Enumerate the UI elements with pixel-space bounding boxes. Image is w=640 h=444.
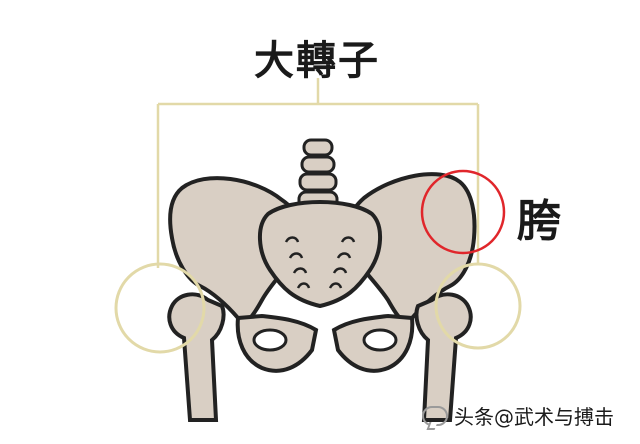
watermark-text: 头条@武术与搏击 [454, 405, 614, 429]
left-obturator-foramen [252, 328, 288, 352]
hip-label: 胯 [517, 196, 561, 247]
chat-bubble-icon [422, 405, 448, 426]
trochanter-bracket [156, 78, 480, 268]
right-femur [414, 292, 473, 422]
left-trochanter-circle [114, 262, 206, 354]
hip-highlight-circle [420, 169, 506, 255]
sacrum [257, 200, 383, 309]
sacral-foramina [284, 236, 356, 289]
watermark: 头条@武术与搏击 [422, 401, 614, 430]
right-obturator-foramen [362, 328, 398, 352]
spine [297, 138, 339, 210]
left-femur [167, 292, 226, 422]
greater-trochanter-label: 大轉子 [254, 38, 380, 84]
right-trochanter-circle [434, 262, 522, 350]
